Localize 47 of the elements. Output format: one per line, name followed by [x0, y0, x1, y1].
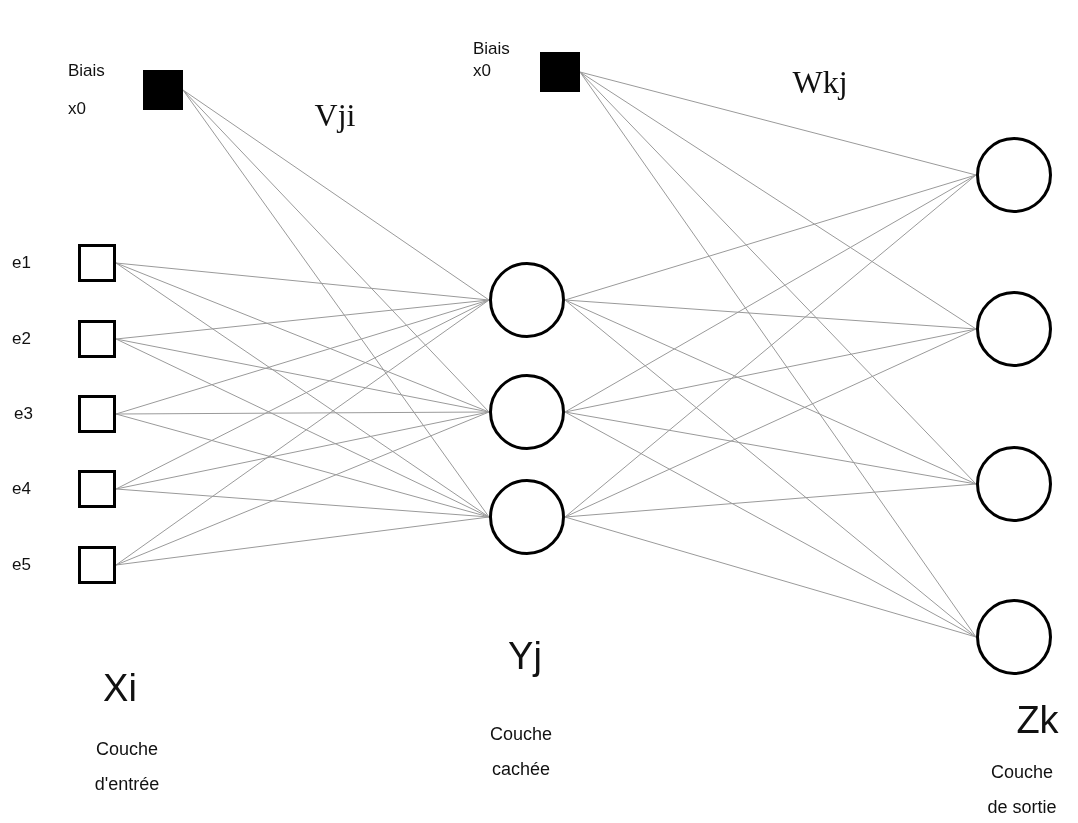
connection-line — [182, 89, 490, 518]
connection-line — [182, 89, 490, 301]
connection-line — [579, 71, 977, 638]
input-square — [78, 546, 116, 584]
layer-label: Couche cachée — [488, 723, 553, 781]
connection-line — [564, 174, 977, 518]
connection-line — [115, 262, 490, 301]
node-label: Biais x0 — [68, 60, 106, 120]
layer-label: Couche de sortie — [986, 761, 1058, 819]
layer-label: Couche d'entrée — [93, 738, 161, 796]
connection-line — [564, 174, 977, 301]
node-label: Biais x0 — [473, 38, 511, 82]
connection-line — [115, 516, 490, 566]
node-label: e2 — [12, 328, 32, 350]
input-square — [78, 470, 116, 508]
connection-line — [564, 483, 977, 518]
node-label: e3 — [14, 403, 34, 425]
connection-line — [115, 411, 490, 566]
connection-line — [564, 411, 977, 485]
connection-line — [115, 262, 490, 413]
connection-line — [564, 299, 977, 638]
connection-line — [115, 488, 490, 518]
node-label: e4 — [12, 478, 32, 500]
connection-line — [564, 516, 977, 638]
layer-symbol: Xi — [102, 668, 138, 710]
connection-line — [115, 299, 490, 340]
input-square — [78, 320, 116, 358]
node-label: e5 — [12, 554, 32, 576]
input-square — [78, 244, 116, 282]
connection-line — [564, 411, 977, 638]
connection-line — [579, 71, 977, 176]
bias-square — [540, 52, 580, 92]
connection-line — [115, 262, 490, 518]
input-square — [78, 395, 116, 433]
connection-line — [579, 71, 977, 330]
layer-symbol: Yj — [507, 636, 543, 678]
bias-square — [143, 70, 183, 110]
connection-line — [564, 328, 977, 518]
connection-line — [564, 299, 977, 485]
connection-line — [564, 328, 977, 413]
weight-label: Vji — [313, 98, 357, 134]
weight-label: Wkj — [791, 65, 849, 101]
connection-line — [115, 338, 490, 518]
layer-symbol: Zk — [1015, 700, 1060, 742]
connection-line — [564, 299, 977, 330]
connection-line — [115, 299, 490, 566]
node-label: e1 — [12, 252, 32, 274]
